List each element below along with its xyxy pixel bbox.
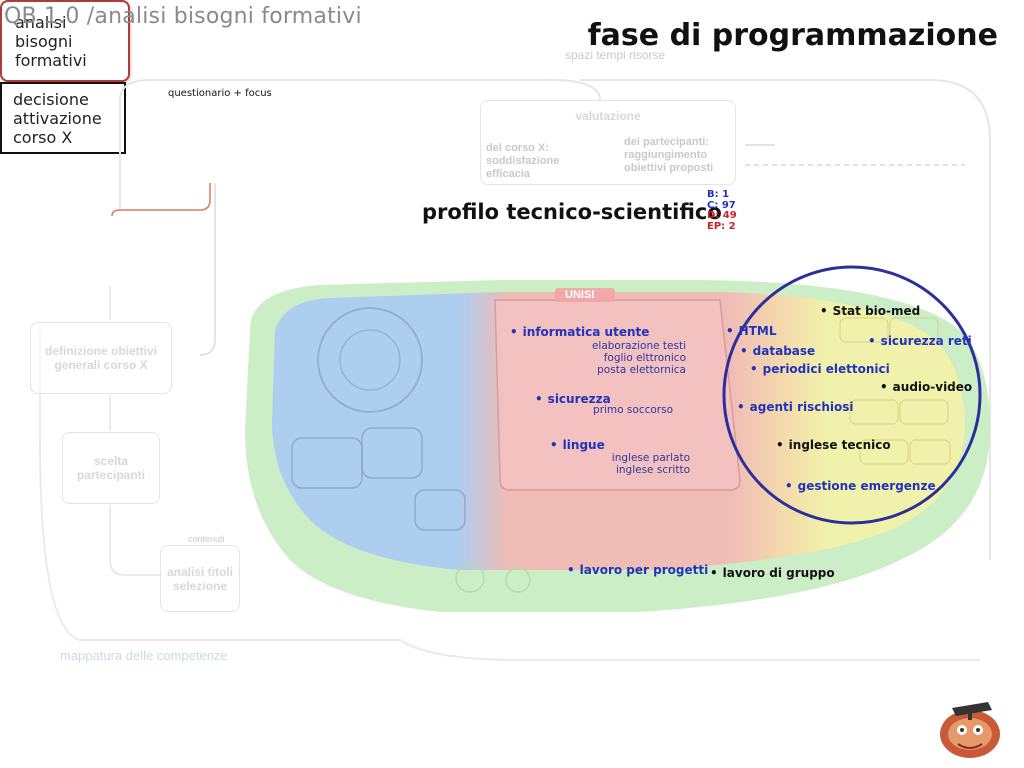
skill-agenti: •agenti rischiosi <box>737 400 854 414</box>
profile-title: profilo tecnico-scientifico <box>422 200 722 224</box>
stat-d: D: 49 <box>707 210 737 221</box>
skill-stat: •Stat bio-med <box>820 304 921 318</box>
slide-title: QB 1.0 /analisi bisogni formativi <box>4 4 362 29</box>
device-brand: UNISI <box>565 289 595 301</box>
faded-mapping-label: mappatura delle competenze <box>60 648 228 663</box>
stat-c: C: 97 <box>707 199 736 211</box>
skill-lavoro-progetti: •lavoro per progetti <box>567 563 709 577</box>
skill-lavoro-gruppo: •lavoro di gruppo <box>710 566 835 580</box>
skill-periodici: •periodici elettonici <box>750 362 890 376</box>
profile-title-band <box>405 185 735 237</box>
skill-audio-video: •audio-video <box>880 380 973 394</box>
skill-gestione: •gestione emergenze <box>785 479 936 493</box>
faded-participants-label: dei partecipanti: raggiungimento obietti… <box>624 136 714 174</box>
skill-informatica: •informatica utente <box>510 325 650 339</box>
questionnaire-label: questionario + focus <box>168 88 272 99</box>
decision-box: decisione attivazione corso X <box>0 82 126 154</box>
skill-sicurezza-sub: primo soccorso <box>593 404 673 416</box>
skill-html: •HTML <box>726 324 777 338</box>
skill-inglese-tecnico: •inglese tecnico <box>776 438 891 452</box>
analysis-box: analisi bisogni formativi <box>0 0 130 82</box>
skill-sicurezza: •sicurezza <box>535 392 611 406</box>
skill-informatica-sub: elaborazione testi foglio elttronico pos… <box>591 340 686 376</box>
skill-sicurezza-reti: •sicurezza reti <box>868 334 972 348</box>
faded-analysis-box: analisi titoli selezione <box>160 545 240 612</box>
skill-lingue-sub: inglese parlato inglese scritto <box>611 452 690 476</box>
highlight-circle <box>722 265 982 525</box>
mascot-logo <box>940 702 1000 758</box>
faded-spaces-label: spazi tempi risorse <box>565 48 666 62</box>
faded-validation-box: valutazione <box>480 100 736 185</box>
stat-b: B: 1 <box>707 189 730 200</box>
skill-database: •database <box>740 344 816 358</box>
phase-title: fase di programmazione <box>587 18 998 53</box>
stat-ep: EP: 2 <box>707 220 736 232</box>
skill-lingue: •lingue <box>550 438 605 452</box>
faded-definition-box: definizione obiettivi generali corso X <box>30 322 172 394</box>
faded-contents-label: contenuti <box>188 534 225 544</box>
faded-selection-box: scelta partecipanti <box>62 432 160 504</box>
profile-stats: B: 1 C: 97 D: 49 EP: 2 <box>707 189 737 232</box>
faded-course-label: del corso X: soddisfazione efficacia <box>486 142 560 180</box>
